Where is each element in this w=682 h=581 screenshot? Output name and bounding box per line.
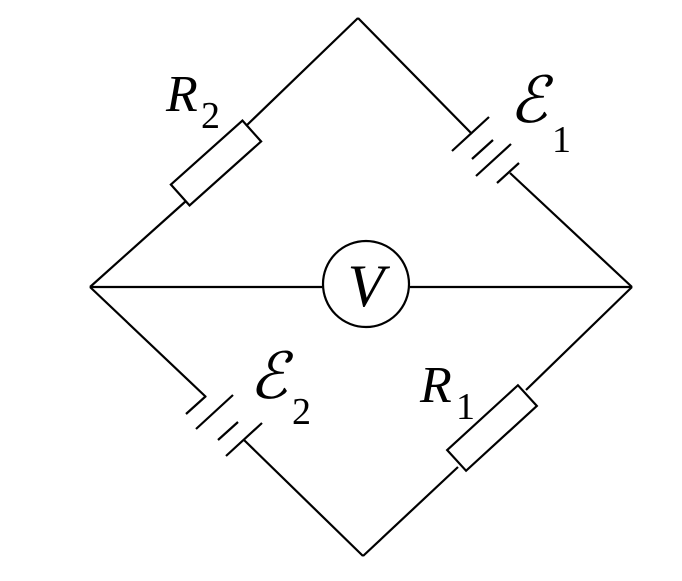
label-e2-main: ℰ	[249, 341, 294, 412]
wire-r2-to-top	[245, 17, 359, 127]
branch-upper-left	[89, 17, 359, 288]
wire-left-to-r2	[89, 200, 187, 288]
battery-e2-plate-long	[195, 394, 234, 430]
label-r1-sub: 1	[456, 386, 475, 428]
voltmeter-circle	[321, 239, 411, 329]
label-e1: ℰ 1	[509, 65, 571, 161]
label-r2: R 2	[165, 66, 220, 137]
label-r1-main: R	[419, 357, 452, 414]
wire-top-to-e1	[357, 17, 473, 135]
battery-e1-plate-short-2	[496, 162, 520, 184]
resistor-r1	[445, 383, 539, 473]
label-r2-main: R	[165, 66, 198, 123]
battery-e2-plate-short	[185, 395, 207, 415]
battery-e1-plate-long-2	[475, 143, 512, 177]
branch-voltmeter: V	[90, 239, 632, 329]
label-e1-sub: 1	[552, 119, 571, 161]
branch-upper-right	[357, 17, 633, 288]
wire-left-to-e2	[89, 286, 207, 398]
wire-bottom-to-r1	[362, 466, 459, 557]
battery-e2	[185, 394, 263, 457]
label-e1-main: ℰ	[509, 65, 554, 136]
battery-e2-plate-short-2	[217, 421, 239, 441]
battery-e2-plate-long-2	[225, 422, 263, 457]
wire-e1-to-right	[509, 172, 633, 288]
battery-e1	[451, 116, 520, 184]
branch-lower-right	[362, 286, 633, 557]
branch-lower-left	[89, 286, 364, 557]
label-r2-sub: 2	[201, 95, 220, 137]
wire-e2-to-bottom	[243, 439, 364, 557]
wire-r1-to-right	[525, 286, 633, 391]
resistor-r2	[169, 119, 263, 207]
battery-e1-plate-long	[451, 116, 490, 152]
battery-e1-plate-short	[471, 139, 494, 160]
label-e2: ℰ 2	[249, 341, 311, 433]
voltmeter-label: V	[348, 253, 391, 319]
label-r1: R 1	[419, 357, 475, 428]
label-e2-sub: 2	[292, 391, 311, 433]
